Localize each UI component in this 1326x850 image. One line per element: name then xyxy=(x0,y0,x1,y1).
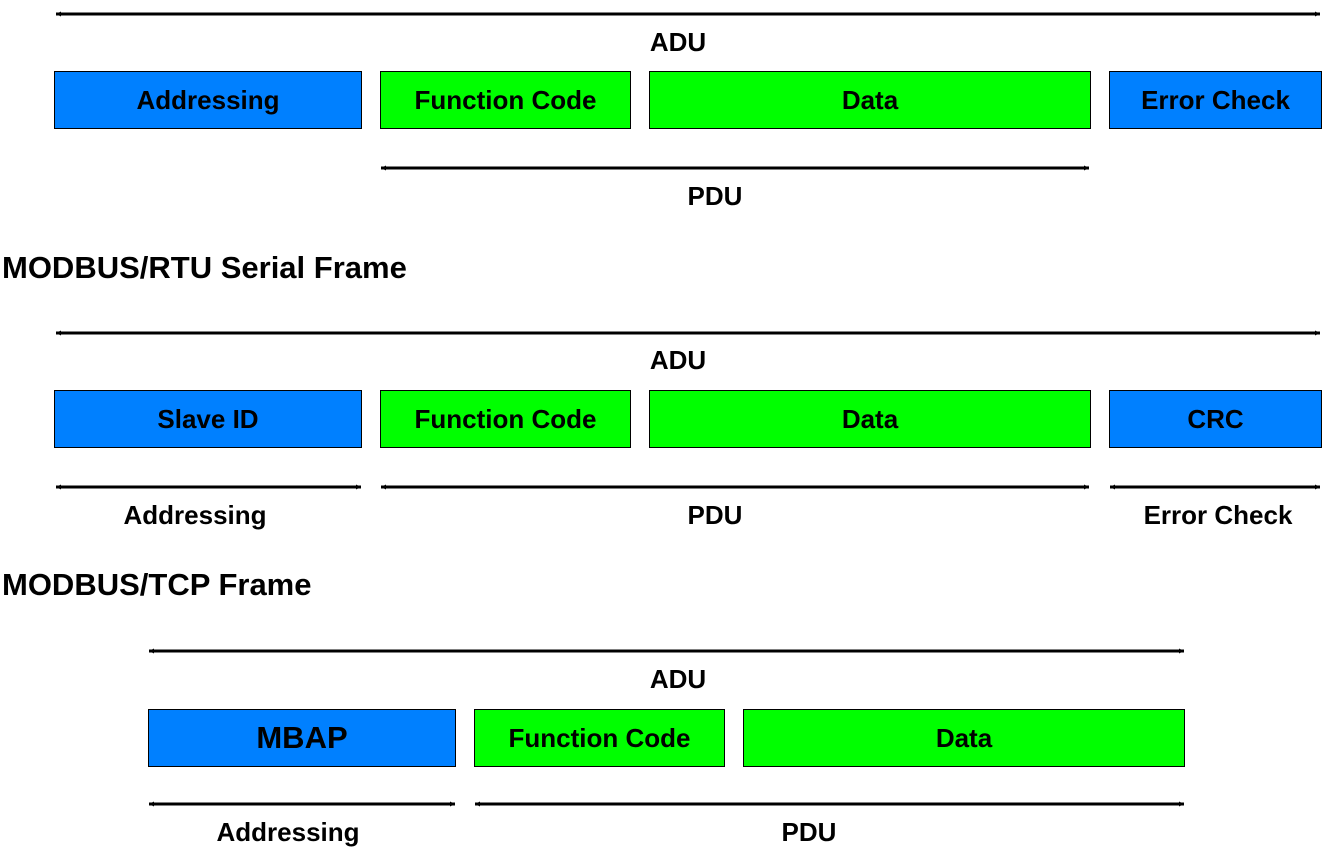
addressing-label: Addressing xyxy=(216,817,360,847)
slave-id-block: Slave ID xyxy=(54,390,362,448)
data-block: Data xyxy=(743,709,1185,767)
pdu-label: PDU xyxy=(687,181,743,211)
adu-label: ADU xyxy=(649,27,707,57)
tcp-frame-heading: MODBUS/TCP Frame xyxy=(2,567,312,602)
data-block: Data xyxy=(649,390,1091,448)
function-code-block: Function Code xyxy=(380,390,631,448)
adu-label: ADU xyxy=(649,664,707,694)
pdu-label: PDU xyxy=(687,500,743,530)
error-check-block: Error Check xyxy=(1109,71,1322,129)
function-code-block: Function Code xyxy=(380,71,631,129)
adu-label: ADU xyxy=(649,345,707,375)
crc-block: CRC xyxy=(1109,390,1322,448)
error-check-label: Error Check xyxy=(1143,500,1293,530)
pdu-label: PDU xyxy=(781,817,837,847)
mbap-block: MBAP xyxy=(148,709,456,767)
addressing-block: Addressing xyxy=(54,71,362,129)
rtu-frame-heading: MODBUS/RTU Serial Frame xyxy=(2,250,407,285)
addressing-label: Addressing xyxy=(123,500,267,530)
data-block: Data xyxy=(649,71,1091,129)
function-code-block: Function Code xyxy=(474,709,725,767)
